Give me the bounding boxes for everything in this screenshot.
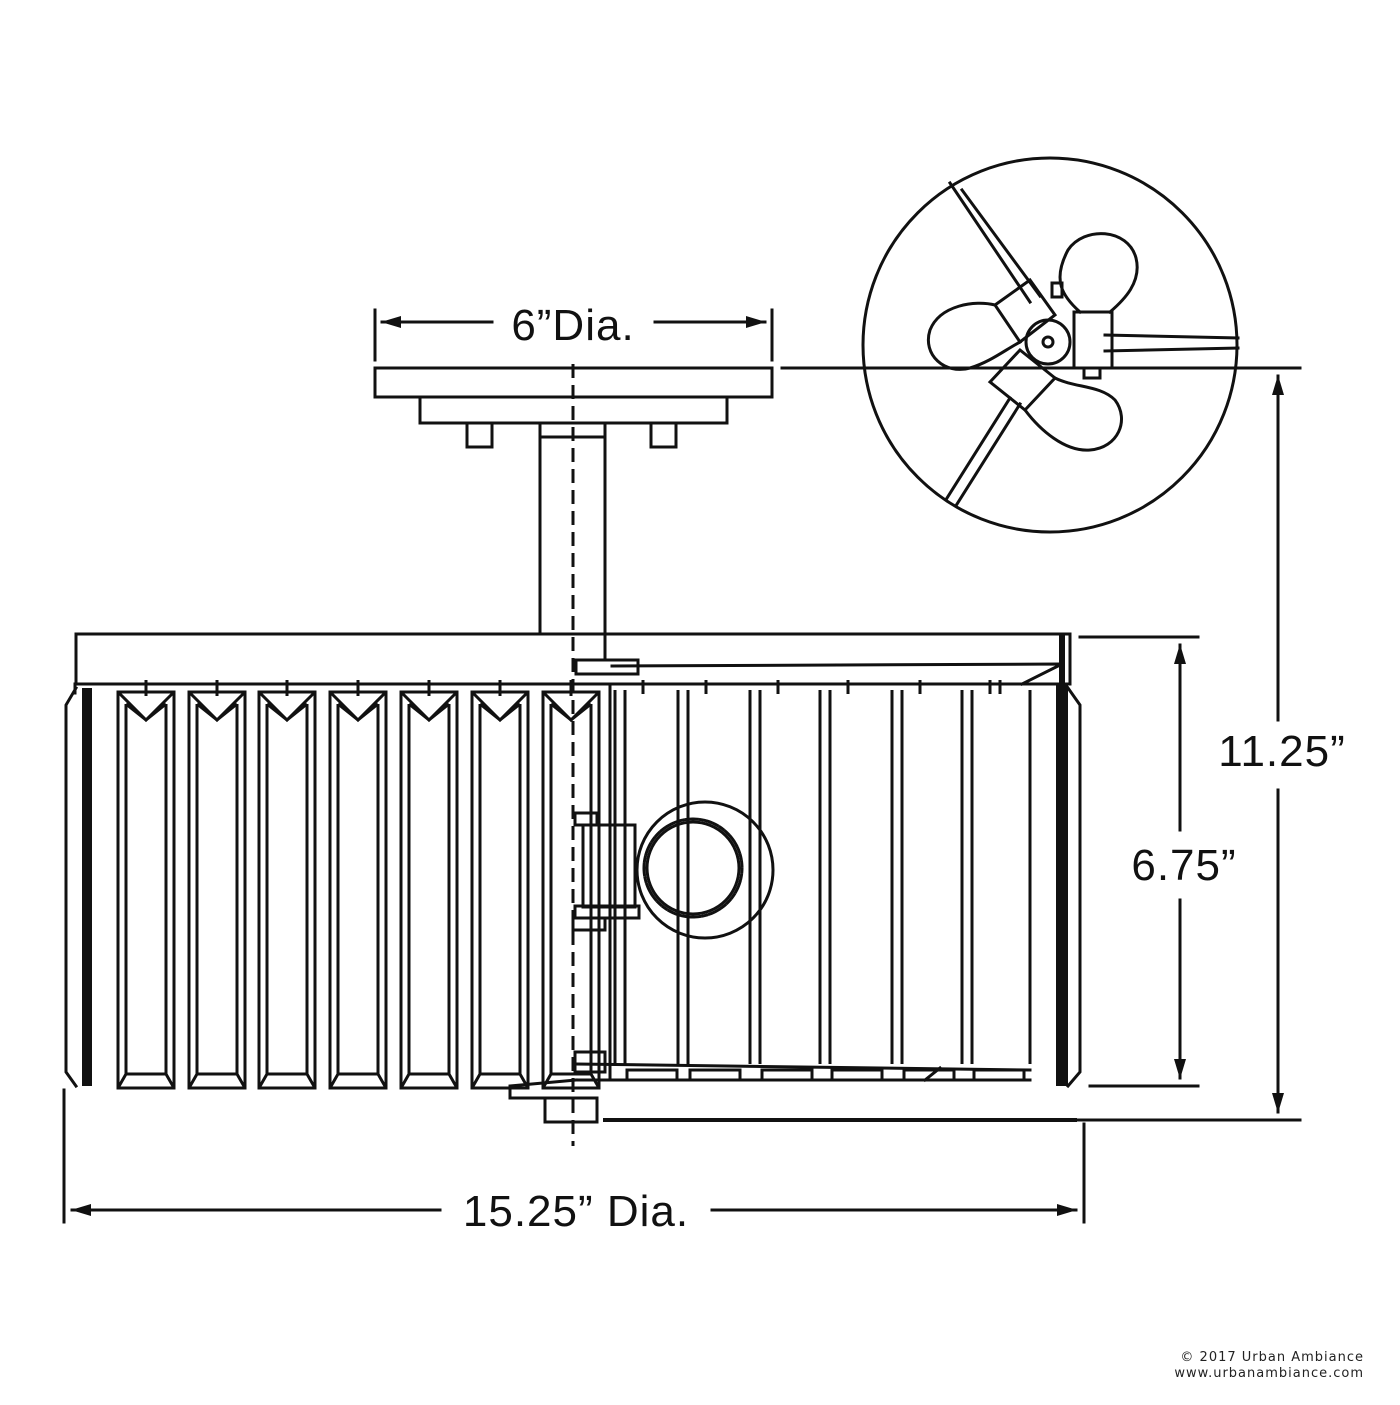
bar-foot xyxy=(625,1068,679,1082)
crystal-prism xyxy=(328,680,388,1090)
extension-lines xyxy=(62,308,1302,1224)
copyright-text: © 2017 Urban Ambiance xyxy=(1180,1350,1364,1365)
stem xyxy=(538,435,607,662)
prism-bottom-facet xyxy=(257,1072,317,1089)
crystal-prism xyxy=(541,680,601,1090)
prism-facet xyxy=(125,702,167,722)
bar-foot xyxy=(972,1068,1026,1082)
shade-interior xyxy=(508,682,1082,1124)
prism-bottom-facet xyxy=(187,1072,247,1089)
dim-overall-height-label: 11.25” xyxy=(1218,727,1346,776)
prism-facet xyxy=(266,702,308,722)
crystal-bar xyxy=(960,680,1026,1082)
crystal-prisms-left xyxy=(64,682,92,1089)
crystal-prism xyxy=(116,680,176,1090)
bulb-left xyxy=(927,301,1023,371)
crystal-bar xyxy=(748,680,814,1082)
top-view-hub xyxy=(1024,318,1072,366)
bulb-outline xyxy=(635,800,775,940)
socket-top-right xyxy=(1072,310,1114,370)
prism-bottom-facet xyxy=(328,1072,388,1089)
prism-bottom-facet xyxy=(541,1072,601,1089)
crystal-bar xyxy=(613,680,679,1082)
canopy-screw-left xyxy=(465,421,494,449)
crystal-bar xyxy=(676,680,742,1082)
bulb-top-right xyxy=(1058,232,1139,315)
bar-foot xyxy=(830,1068,884,1082)
bulb-socket-front xyxy=(571,800,775,940)
finial xyxy=(543,1096,599,1124)
dim-diameter-label: 15.25” Dia. xyxy=(463,1187,689,1236)
bar-foot xyxy=(688,1068,742,1082)
prism-bottom-facet xyxy=(116,1072,176,1089)
bulb-inner xyxy=(642,817,744,919)
prism-row xyxy=(116,680,601,1090)
prism-bottom-facet xyxy=(399,1072,459,1089)
top-view-outline xyxy=(861,156,1239,534)
crystal-prism xyxy=(470,680,530,1090)
website-text: www.urbanambiance.com xyxy=(1174,1366,1364,1381)
top-view xyxy=(861,156,1240,534)
crystal-prism xyxy=(399,680,459,1090)
prism-bottom-facet xyxy=(470,1072,530,1089)
crystal-bar xyxy=(890,680,956,1082)
bar-foot xyxy=(760,1068,814,1082)
prism-facet xyxy=(408,702,450,722)
bulb-bottom xyxy=(1022,375,1123,452)
bar-row xyxy=(613,680,1064,1082)
prism-facet xyxy=(196,702,238,722)
right-edge-prism xyxy=(1065,685,1082,1089)
dim-canopy-label: 6”Dia. xyxy=(511,301,634,350)
prism-facet xyxy=(337,702,379,722)
prism-facet xyxy=(479,702,521,722)
bar-foot xyxy=(902,1068,956,1082)
prism-facet xyxy=(550,702,592,722)
copyright-block: © 2017 Urban Ambiance www.urbanambiance.… xyxy=(1174,1350,1364,1382)
crystal-prism xyxy=(257,680,317,1090)
dimension-lines xyxy=(70,316,1284,1216)
dim-shade-height-label: 6.75” xyxy=(1131,841,1236,890)
socket-left xyxy=(992,277,1058,345)
socket-bottom xyxy=(987,347,1058,413)
canopy-screw-right xyxy=(649,421,678,449)
crystal-prism xyxy=(187,680,247,1090)
crystal-bar xyxy=(818,680,884,1082)
